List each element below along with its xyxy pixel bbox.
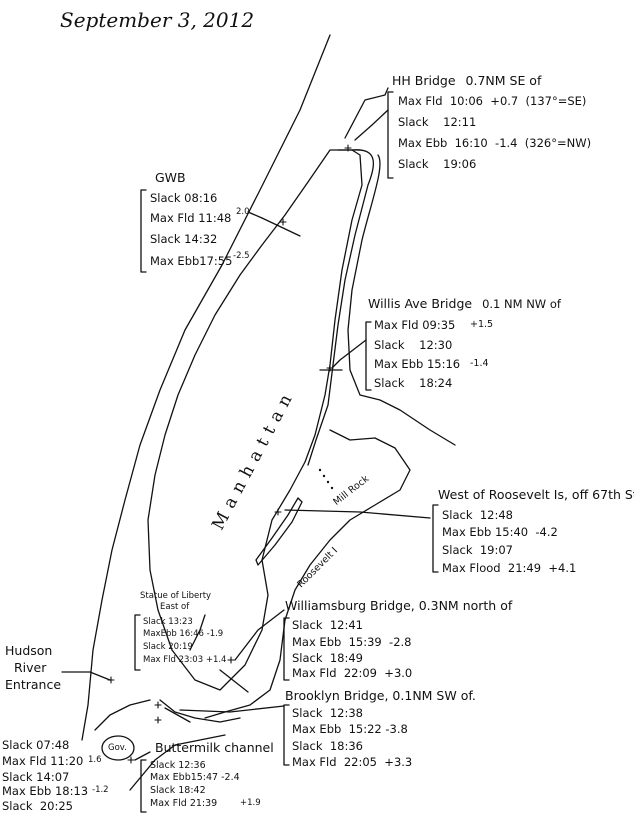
liberty-leader [189, 614, 206, 651]
marker-crosses [107, 144, 352, 764]
hudson-times-row-2: Max Fld 11:20 [2, 754, 84, 768]
gwb-row-2: Max Fld 11:48 [150, 211, 232, 225]
roosevelt-island-shape [255, 497, 303, 566]
governors-island-shape [101, 735, 135, 761]
liberty-title: Statue of Liberty [140, 591, 212, 601]
brooklyn-row-1: Slack 12:38 [292, 706, 363, 720]
roosevelt-leader [284, 509, 431, 519]
williamsburg-row-4: Max Fld 22:09 +3.0 [292, 666, 413, 680]
hudson-times-row-1: Slack 07:48 [2, 738, 70, 752]
willis-note: 0.1 NM NW of [482, 297, 561, 311]
hudson-times-row-2-value: 1.6 [88, 755, 102, 765]
roosevelt-row-3: Slack 19:07 [442, 543, 513, 557]
hh-row-2: Slack 12:11 [398, 115, 477, 129]
gwb-leader [247, 211, 263, 219]
willis-leader [331, 339, 367, 369]
liberty-row-1: Slack 13:23 [143, 617, 193, 627]
hudson-line-2: River [14, 660, 47, 675]
gwb-bracket [140, 189, 147, 273]
liberty-row-2: MaxEbb 16:46 -1.9 [143, 629, 224, 639]
brooklyn-lower-shore [129, 734, 226, 791]
williamsburg-row-3: Slack 18:49 [292, 651, 363, 665]
brooklyn-row-3: Slack 18:36 [292, 739, 363, 753]
willis-bracket [365, 321, 372, 391]
gwb-row-3: Slack 14:32 [150, 232, 218, 246]
gwb-title: GWB [155, 170, 186, 185]
liberty-bracket [134, 614, 141, 671]
roosevelt-row-4: Max Flood 21:49 +4.1 [442, 561, 577, 575]
buttermilk-bracket [140, 759, 147, 813]
willis-row-1-value: +1.5 [470, 319, 494, 330]
bronx-shore-line [307, 149, 375, 466]
manhattan-outline [147, 149, 363, 691]
williamsburg-row-1: Slack 12:41 [292, 618, 363, 632]
hudson-times-row-4-value: -1.2 [92, 785, 109, 795]
roosevelt-row-2: Max Ebb 15:40 -4.2 [442, 525, 558, 539]
williamsburg-crossing-line [219, 669, 249, 693]
governors-island-label: Gov. [108, 743, 127, 753]
williamsburg-leader [234, 609, 285, 661]
roosevelt-row-1: Slack 12:48 [442, 508, 513, 522]
bronx-east-shore [347, 154, 456, 446]
hh-row-3: Max Ebb 16:10 -1.4 (326°=NW) [398, 136, 592, 150]
roosevelt-bracket [432, 504, 439, 573]
willis-row-3: Max Ebb 15:16 [374, 357, 461, 371]
hh-note: 0.7NM SE of [465, 73, 542, 88]
hudson-times-row-3: Slack 14:07 [2, 770, 70, 784]
gwb-crossing-line [261, 217, 301, 237]
west-shore-line [81, 34, 331, 741]
hh-leader [354, 109, 389, 141]
williamsburg-title: Williamsburg Bridge, 0.3NM north of [285, 598, 513, 613]
mill-rock-dots [318, 468, 334, 490]
brooklyn-row-4: Max Fld 22:05 +3.3 [292, 755, 413, 769]
buttermilk-leader [134, 751, 151, 761]
queens-shore [204, 429, 411, 719]
hudson-times-row-5: Slack 20:25 [2, 799, 73, 813]
buttermilk-row-4-value: +1.9 [240, 798, 261, 808]
liberty-row-4: Max Fld 23:03 +1.4 [143, 655, 227, 665]
williamsburg-bracket [283, 617, 290, 681]
gwb-row-1: Slack 08:16 [150, 191, 218, 205]
buttermilk-row-2: Max Ebb15:47 -2.4 [150, 772, 240, 783]
buttermilk-row-3: Slack 18:42 [150, 785, 206, 796]
lower-manhattan-tip [94, 699, 151, 731]
liberty-row-3: Slack 20:19 [143, 642, 193, 652]
brooklyn-crossing-line [164, 707, 191, 723]
buttermilk-row-4: Max Fld 21:39 [150, 798, 218, 809]
buttermilk-title: Buttermilk channel [155, 740, 274, 755]
hh-title: HH Bridge [392, 73, 456, 88]
brooklyn-shore [159, 699, 241, 723]
liberty-sub: East of [160, 602, 190, 612]
hh-row-4: Slack 19:06 [398, 157, 477, 171]
gwb-row-4-value: -2.5 [233, 251, 250, 261]
brooklyn-leader [179, 705, 285, 713]
willis-row-3-value: -1.4 [470, 358, 489, 369]
page-title: September 3, 2012 [60, 8, 255, 32]
willis-row-1: Max Fld 09:35 [374, 318, 456, 332]
brooklyn-row-2: Max Ebb 15:22 -3.8 [292, 722, 408, 736]
roosevelt-title: West of Roosevelt Is, off 67th St [438, 487, 634, 502]
brooklyn-bracket [283, 704, 290, 766]
willis-row-4: Slack 18:24 [374, 376, 453, 390]
hudson-line-1: Hudson [5, 643, 53, 658]
buttermilk-row-1: Slack 12:36 [150, 760, 206, 771]
hudson-line-3: Entrance [5, 677, 62, 692]
gwb-row-2-value: 2.0 [236, 207, 250, 217]
williamsburg-row-2: Max Ebb 15:39 -2.8 [292, 635, 412, 649]
willis-title: Willis Ave Bridge [368, 296, 473, 311]
brooklyn-title: Brooklyn Bridge, 0.1NM SW of. [285, 688, 476, 703]
hh-row-1: Max Fld 10:06 +0.7 (137°=SE) [398, 94, 587, 108]
willis-row-2: Slack 12:30 [374, 338, 453, 352]
hh-bracket [387, 91, 394, 179]
hudson-leader [61, 671, 111, 681]
hudson-times-row-4: Max Ebb 18:13 [2, 784, 89, 798]
north-shore-line [344, 87, 389, 139]
gwb-row-4: Max Ebb17:55 [150, 254, 233, 268]
